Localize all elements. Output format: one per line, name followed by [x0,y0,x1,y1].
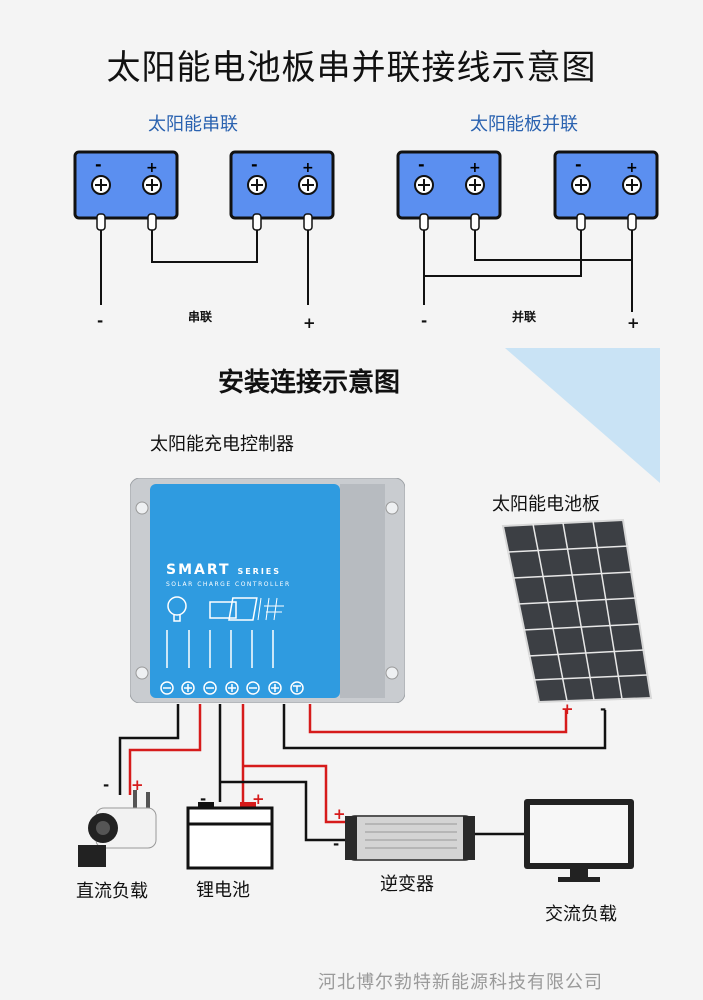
panel-plus-label: + [561,700,574,718]
series-minus-label: - [97,312,104,330]
svg-text:-: - [418,155,425,174]
svg-text:+: + [469,160,481,176]
svg-text:+: + [146,160,158,176]
decorative-triangle [505,348,660,483]
svg-text:+: + [302,160,314,176]
inverter-minus: - [333,835,340,853]
series-wires [100,222,309,305]
solar-panel-label: 太阳能电池板 [492,494,600,515]
parallel-wires [423,222,633,312]
charge-controller: SMART SERIES SOLAR CHARGE CONTROLLER [130,478,405,703]
battery-minus: - [200,790,207,808]
panel-minus-label: - [600,700,607,718]
svg-text:+: + [626,160,638,176]
install-title: 安装连接示意图 [218,368,401,398]
battery-plus: + [252,790,265,808]
inverter-plus: + [333,805,346,823]
svg-text:-: - [95,155,102,174]
page-title: 太阳能电池板串并联接线示意图 [106,48,597,88]
dc-load-camera [78,790,157,867]
battery-image [186,802,274,870]
parallel-label: 太阳能板并联 [470,114,578,135]
controller-subtitle: SOLAR CHARGE CONTROLLER [166,581,291,588]
series-parallel-diagram: - + - + - + - + [73,150,659,312]
dc-load-minus: - [103,776,110,794]
series-plus-label: + [303,314,316,332]
svg-text:-: - [575,155,582,174]
battery-label: 锂电池 [196,880,250,901]
dc-load-label: 直流负载 [76,881,148,902]
series-panel-2: - + [229,150,335,220]
solar-panel-image [501,518,653,704]
dc-load-plus: + [131,776,144,794]
parallel-plus-label: + [627,314,640,332]
series-panel-1: - + [73,150,179,220]
series-label: 太阳能串联 [148,114,238,135]
ac-load-label: 交流负载 [545,904,617,925]
ac-load-monitor [524,799,634,882]
inverter-image [345,815,475,861]
series-caption: 串联 [188,310,213,324]
parallel-panel-2: - + [553,150,659,220]
controller-series: SERIES [237,567,282,576]
controller-label: 太阳能充电控制器 [150,434,294,455]
inverter-label: 逆变器 [380,874,434,895]
svg-text:-: - [251,155,258,174]
install-wiring [118,704,607,842]
parallel-panel-1: - + [396,150,502,220]
parallel-caption: 并联 [512,310,537,324]
controller-brand: SMART [166,562,231,578]
company-footer: 河北博尔勃特新能源科技有限公司 [318,972,603,993]
parallel-minus-label: - [421,312,428,330]
